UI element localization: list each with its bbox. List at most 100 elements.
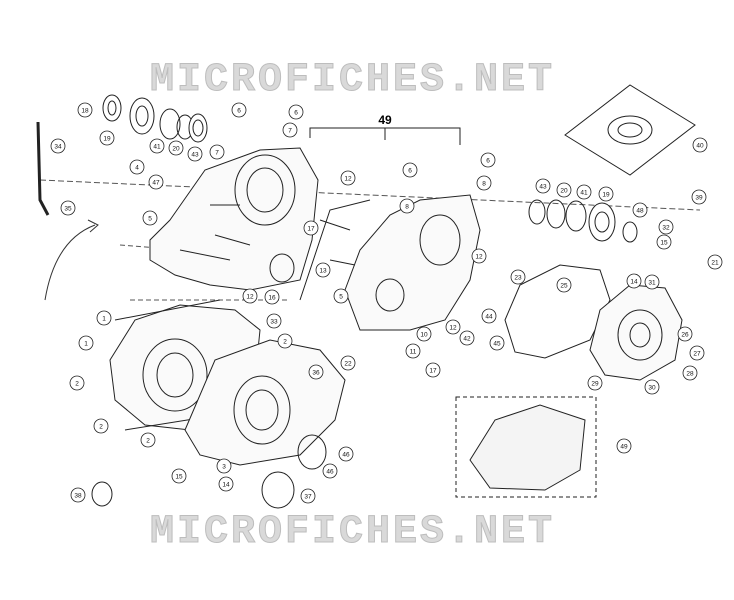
callout-circle [171,468,187,484]
part-callout: 12 [445,319,461,335]
part-callout: 43 [187,146,203,162]
part-callout: 6 [288,104,304,120]
callout-number: 44 [485,314,493,321]
callout-number: 45 [493,341,501,348]
part-callout: 5 [333,288,349,304]
callout-circle [471,248,487,264]
callout-number: 2 [75,381,79,388]
callout-number: 47 [152,180,160,187]
part-callout: 15 [171,468,187,484]
part-callout: 25 [556,277,572,293]
part-callout: 46 [338,446,354,462]
callout-number: 32 [662,225,670,232]
part-callout: 47 [148,174,164,190]
callout-number: 42 [463,336,471,343]
callout-number: 46 [326,469,334,476]
assembly-reference-label: 49 [378,113,392,127]
callout-number: 41 [580,190,588,197]
part-callout: 12 [242,288,258,304]
callout-number: 35 [64,206,72,213]
callout-circle [677,326,693,342]
bearing-stack-right [528,199,638,243]
callout-circle [69,375,85,391]
callout-circle [587,375,603,391]
callout-number: 11 [410,349,417,356]
callout-circle [60,200,76,216]
callout-circle [632,202,648,218]
callout-circle [689,345,705,361]
callout-number: 39 [695,195,703,202]
callout-circle [277,333,293,349]
callout-number: 12 [344,176,352,183]
callout-number: 7 [288,128,292,135]
part-callout: 43 [535,178,551,194]
callout-circle [218,476,234,492]
callout-circle [598,186,614,202]
callout-circle [476,175,492,191]
part-callout: 35 [60,200,76,216]
callout-number: 12 [475,254,483,261]
part-callout: 10 [416,326,432,342]
watermark-bottom: MICROFICHES.NET [149,510,556,556]
callout-number: 15 [660,240,668,247]
gasket-kit [564,84,696,176]
callout-circle [510,269,526,285]
part-callout: 7 [282,122,298,138]
callout-circle [480,152,496,168]
callout-number: 40 [696,143,704,150]
callout-number: 8 [405,204,409,211]
callout-circle [459,330,475,346]
callout-number: 30 [648,385,656,392]
callout-circle [626,273,642,289]
part-callout: 20 [556,182,572,198]
callout-number: 5 [148,216,152,223]
part-callout: 20 [168,140,184,156]
callout-circle [644,274,660,290]
part-callout: 32 [658,219,674,235]
part-callout: 38 [70,487,86,503]
callout-circle [300,488,316,504]
callout-circle [266,313,282,329]
part-callout: 49 [616,438,632,454]
callout-number: 6 [408,168,412,175]
cover-gasket [504,264,611,359]
callout-circle [78,335,94,351]
part-callout: 12 [471,248,487,264]
callout-circle [308,364,324,380]
callout-circle [96,310,112,326]
part-callout: 21 [707,254,723,270]
part-callout: 8 [399,198,415,214]
callout-number: 2 [99,424,103,431]
part-callout: 41 [576,184,592,200]
callout-number: 14 [222,482,230,489]
callout-number: 12 [246,294,254,301]
part-callout: 1 [78,335,94,351]
callout-circle [402,162,418,178]
part-callout: 22 [340,355,356,371]
callout-number: 6 [486,158,490,165]
callout-number: 1 [102,316,106,323]
callout-circle [691,189,707,205]
callout-circle [682,365,698,381]
callout-circle [489,335,505,351]
part-callout: 40 [692,137,708,153]
callout-number: 49 [620,444,628,451]
part-callout: 6 [480,152,496,168]
part-callout: 2 [140,432,156,448]
crankcase-half-right [299,194,481,331]
callout-number: 23 [514,275,522,282]
callout-circle [399,198,415,214]
part-callout: 31 [644,274,660,290]
part-callout: 17 [425,362,441,378]
callout-number: 46 [342,452,350,459]
callout-number: 8 [482,181,486,188]
callout-circle [129,159,145,175]
callout-number: 19 [602,192,610,199]
callout-circle [692,137,708,153]
callout-circle [315,262,331,278]
part-callout: 19 [99,130,115,146]
callout-number: 2 [283,339,287,346]
part-callout: 8 [476,175,492,191]
callout-number: 7 [215,150,219,157]
